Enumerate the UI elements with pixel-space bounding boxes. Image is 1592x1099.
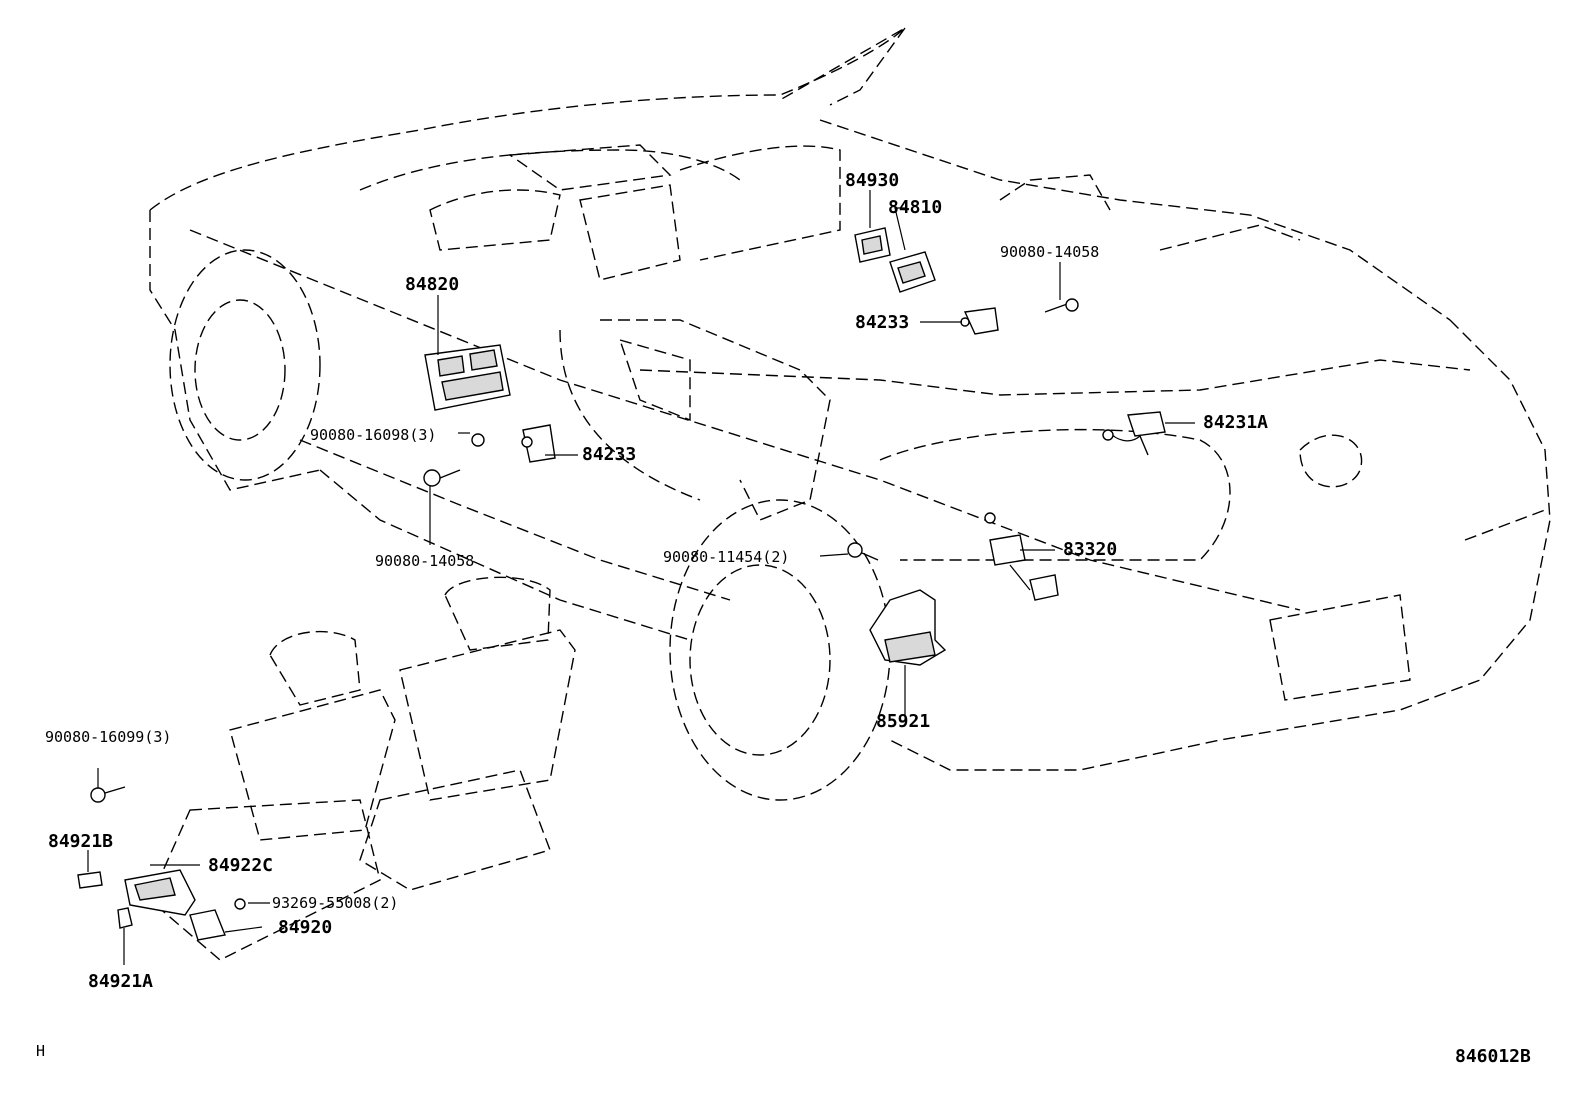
lamp-84233-mid-shape [522, 424, 556, 463]
label-84921B: 84921B [48, 831, 114, 852]
label-90080-16099: 90080-16099(3) [45, 728, 172, 746]
leader-lines [87, 190, 1195, 965]
car-body-outline [149, 27, 1551, 961]
label-90080-14058-mid: 90080-14058 [375, 552, 475, 570]
label-84930: 84930 [845, 170, 900, 191]
label-83320: 83320 [1063, 539, 1118, 560]
corner-mark: H [36, 1042, 46, 1060]
label-84820: 84820 [405, 274, 460, 295]
label-84233-mid: 84233 [582, 444, 637, 465]
sensor-83320-shape [989, 534, 1026, 566]
label-93269-55008: 93269-55008(2) [272, 894, 399, 912]
knob-84921B-shape [77, 871, 103, 889]
figure-code: 846012B [1455, 1046, 1531, 1067]
part-shapes [77, 227, 1166, 941]
knob-84921A-shape [117, 907, 133, 929]
sensor-84231A-shape [1127, 411, 1166, 437]
label-84810: 84810 [888, 197, 943, 218]
label-90080-16098: 90080-16098(3) [310, 426, 437, 444]
label-84922C: 84922C [208, 855, 274, 876]
label-84920: 84920 [278, 917, 333, 938]
label-84921A: 84921A [88, 971, 154, 992]
label-84231A: 84231A [1203, 412, 1269, 433]
label-90080-14058-top: 90080-14058 [1000, 243, 1100, 261]
seat-switch-84920-shape [189, 909, 226, 941]
lamp-84233-top-shape [963, 307, 999, 335]
label-84233-top: 84233 [855, 312, 910, 333]
label-85921: 85921 [876, 711, 931, 732]
label-90080-11454: 90080-11454(2) [663, 548, 790, 566]
